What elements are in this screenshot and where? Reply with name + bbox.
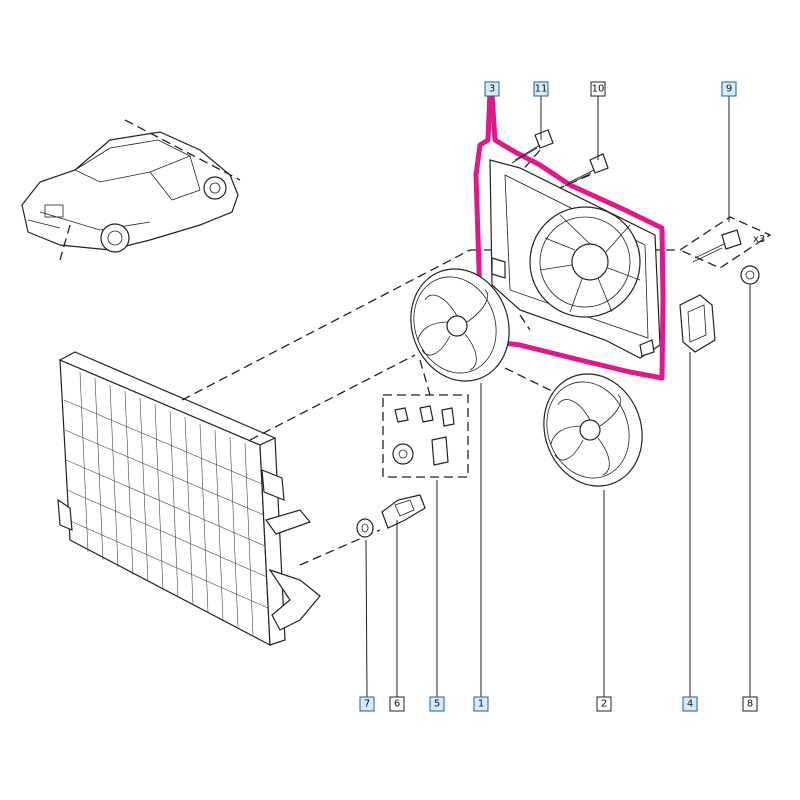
fan-1 xyxy=(410,268,510,382)
screw-set-9 xyxy=(678,216,772,269)
radiator xyxy=(57,351,321,647)
car-thumbnail xyxy=(21,119,241,261)
callout-label: 3 xyxy=(489,84,495,95)
callout-label: 4 xyxy=(687,699,693,710)
callout-label: 1 xyxy=(478,699,484,710)
callout-label: 10 xyxy=(592,84,605,95)
callout-label: 9 xyxy=(726,84,732,95)
quantity-note: x3 xyxy=(753,234,765,245)
nut-8 xyxy=(740,265,760,285)
callout-label: 7 xyxy=(364,699,370,710)
callout-label: 11 xyxy=(535,84,548,95)
leader-lines xyxy=(365,96,751,698)
shroud-highlight-outline xyxy=(473,87,666,381)
callout-11: 11 xyxy=(533,81,549,97)
fan-shroud xyxy=(489,159,661,359)
callout-1: 1 xyxy=(473,696,489,712)
clip-4 xyxy=(679,294,716,353)
callout-2: 2 xyxy=(596,696,612,712)
callout-label: 5 xyxy=(434,699,440,710)
callout-5: 5 xyxy=(429,696,445,712)
callout-7: 7 xyxy=(359,696,375,712)
callout-6: 6 xyxy=(389,696,405,712)
screw-10 xyxy=(564,153,609,187)
callout-label: 6 xyxy=(394,699,400,710)
temperature-sensor-6 xyxy=(381,494,426,529)
callout-4: 4 xyxy=(682,696,698,712)
callout-8: 8 xyxy=(742,696,758,712)
callout-9: 9 xyxy=(721,81,737,97)
fitting-kit-5 xyxy=(382,394,469,478)
washer-7 xyxy=(356,518,374,538)
callout-3: 3 xyxy=(484,81,500,97)
screw-11 xyxy=(511,129,554,164)
callout-10: 10 xyxy=(590,81,606,97)
callout-label: 2 xyxy=(601,699,607,710)
fan-2 xyxy=(543,373,643,487)
callout-label: 8 xyxy=(747,699,753,710)
